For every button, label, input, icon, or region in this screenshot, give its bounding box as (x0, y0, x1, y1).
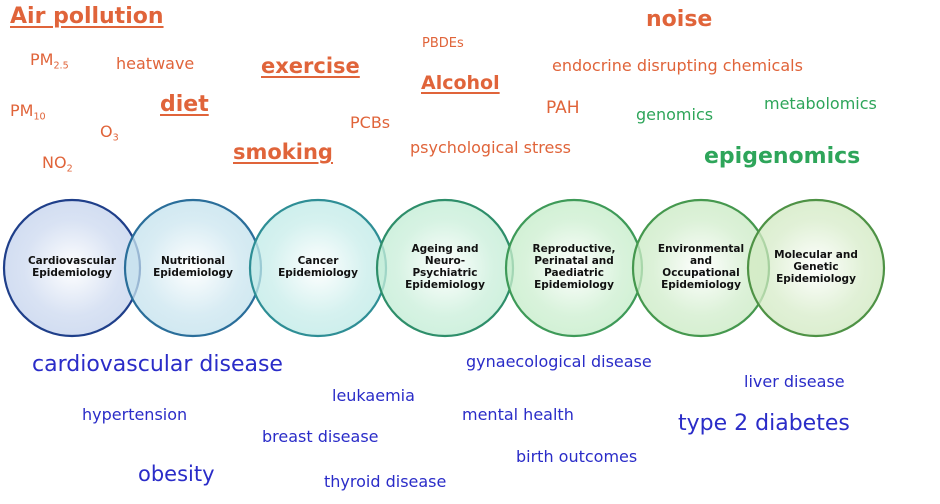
circle-label-line: Nutritional (160, 255, 226, 268)
diet-label: diet (160, 92, 209, 117)
circle-label-line: Epidemiology (661, 278, 741, 291)
psychological-stress-label: psychological stress (410, 138, 572, 157)
pcbs-label: PCBs (350, 113, 391, 132)
circle-label-line: Epidemiology (776, 272, 856, 285)
circle-label-line: Paediatric (544, 266, 604, 279)
circle-label-line: Perinatal and (534, 255, 614, 268)
pm10-label: PM10 (10, 101, 46, 123)
hypertension-label: hypertension (82, 405, 188, 424)
circle-label-line: Epidemiology (278, 266, 358, 279)
obesity-label: obesity (138, 462, 215, 486)
circle-label-line: Epidemiology (32, 266, 112, 279)
circle-label-line: Reproductive, (532, 243, 616, 256)
leukaemia-label: leukaemia (332, 386, 415, 405)
circle-label-line: Neuro- (424, 255, 466, 268)
no2-label: NO2 (42, 153, 73, 175)
circle-label-line: Occupational (662, 266, 740, 279)
liver-disease-label: liver disease (744, 372, 845, 391)
genomics-label: genomics (636, 105, 714, 124)
smoking-label: smoking (233, 140, 333, 164)
circle-label-line: Cardiovascular (27, 255, 117, 268)
cardiovascular-disease-label: cardiovascular disease (32, 352, 283, 377)
heatwave-label: heatwave (116, 54, 195, 73)
exercise-label: exercise (261, 54, 360, 78)
epigenomics-label: epigenomics (704, 144, 861, 169)
o3-label: O3 (100, 122, 119, 144)
mental-health-label: mental health (462, 405, 574, 424)
birth-outcomes-label: birth outcomes (516, 447, 638, 466)
circle-label-line: Epidemiology (405, 278, 485, 291)
metabolomics-label: metabolomics (764, 94, 877, 113)
circle-label-line: Molecular and (774, 249, 858, 262)
circle-label-line: Cancer (297, 255, 339, 268)
endocrine-disrupting-chemicals-label: endocrine disrupting chemicals (552, 56, 803, 75)
circle-7 (746, 198, 886, 338)
pah-label: PAH (546, 98, 580, 118)
type-2-diabetes-label: type 2 diabetes (678, 411, 850, 436)
breast-disease-label: breast disease (262, 427, 379, 446)
circle-label-line: Psychiatric (412, 266, 478, 279)
circle-label-line: Epidemiology (534, 278, 614, 291)
noise-label: noise (646, 7, 713, 32)
circle-label-line: Genetic (793, 261, 839, 274)
alcohol-label: Alcohol (421, 72, 500, 94)
pm25-label: PM2.5 (30, 50, 69, 72)
circle-label-line: Environmental (657, 243, 745, 256)
gynaecological-disease-label: gynaecological disease (466, 352, 652, 371)
circle-label-line: Ageing and (411, 243, 479, 256)
circle-label-line: Epidemiology (153, 266, 233, 279)
circle-label-line: and (689, 255, 713, 268)
pbdes-label: PBDEs (422, 36, 464, 51)
air-pollution-label: Air pollution (10, 4, 164, 29)
thyroid-disease-label: thyroid disease (324, 472, 447, 491)
